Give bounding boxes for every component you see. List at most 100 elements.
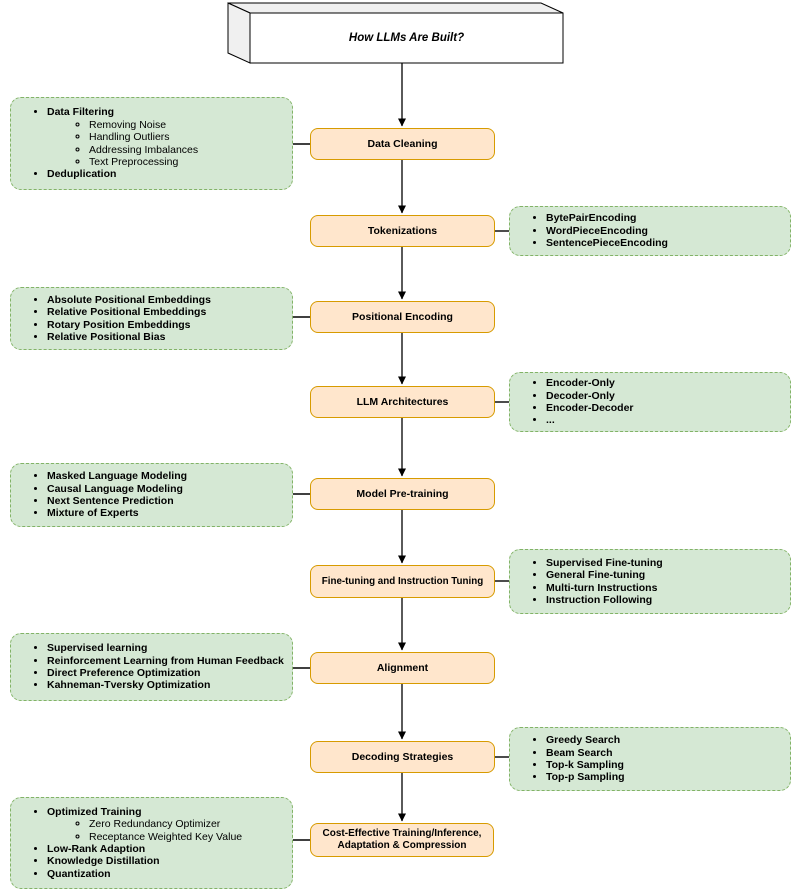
panel-data-cleaning-details: Data FilteringRemoving NoiseHandling Out… — [10, 97, 293, 190]
list-item-label: Quantization — [47, 867, 111, 880]
list-item: Quantization — [47, 868, 242, 880]
list-item: BytePairEncoding — [546, 212, 668, 224]
sub-list-item: Handling Outliers — [89, 131, 198, 143]
list-item: Instruction Following — [546, 594, 663, 606]
bullet-list: Masked Language ModelingCausal Language … — [11, 470, 187, 520]
panel-llm-architectures-details: Encoder-OnlyDecoder-OnlyEncoder-Decoder.… — [509, 372, 791, 432]
list-item: Greedy Search — [546, 734, 625, 746]
list-item-label: Decoder-Only — [546, 389, 615, 402]
list-item: Relative Positional Embeddings — [47, 306, 211, 318]
bullet-list: Absolute Positional EmbeddingsRelative P… — [11, 294, 211, 344]
panel-cost-effective-details: Optimized TrainingZero Redundancy Optimi… — [10, 797, 293, 889]
list-item: Knowledge Distillation — [47, 855, 242, 867]
list-item: Direct Preference Optimization — [47, 667, 284, 679]
list-item-label: Top-k Sampling — [546, 759, 624, 771]
list-item: Supervised learning — [47, 642, 284, 654]
list-item: Deduplication — [47, 168, 198, 180]
bullet-list: BytePairEncodingWordPieceEncodingSentenc… — [510, 212, 668, 249]
list-item-label: General Fine-tuning — [546, 569, 646, 582]
list-item: Relative Positional Bias — [47, 331, 211, 343]
list-item-label: Beam Search — [546, 746, 613, 759]
list-item-label: Encoder-Decoder — [546, 402, 634, 414]
sub-list-item: Text Preprocessing — [89, 156, 198, 168]
sub-list-item: Addressing Imbalances — [89, 144, 198, 156]
bullet-list: Data FilteringRemoving NoiseHandling Out… — [11, 106, 198, 181]
list-item: Encoder-Decoder — [546, 402, 634, 414]
list-item-label: Absolute Positional Embeddings — [47, 293, 211, 306]
list-item-label: Relative Positional Bias — [47, 330, 166, 343]
list-item-label: Data Filtering — [47, 106, 115, 119]
list-item-label: Greedy Search — [546, 734, 621, 747]
list-item-label: SentencePieceEncoding — [546, 237, 668, 250]
sub-list-item: Removing Noise — [89, 119, 198, 131]
list-item: General Fine-tuning — [546, 569, 663, 581]
stage-model-pretraining: Model Pre-training — [310, 478, 495, 510]
panel-decoding-details: Greedy SearchBeam SearchTop-k SamplingTo… — [509, 727, 791, 791]
bullet-list: Supervised learningReinforcement Learnin… — [11, 642, 284, 692]
list-item: Optimized TrainingZero Redundancy Optimi… — [47, 806, 242, 843]
panel-model-pretraining-details: Masked Language ModelingCausal Language … — [10, 463, 293, 527]
stage-decoding-strategies: Decoding Strategies — [310, 741, 495, 773]
panel-tokenizations-details: BytePairEncodingWordPieceEncodingSentenc… — [509, 206, 791, 256]
list-item: Beam Search — [546, 747, 625, 759]
panel-positional-encoding-details: Absolute Positional EmbeddingsRelative P… — [10, 287, 293, 350]
list-item-label: Causal Language Modeling — [47, 482, 183, 495]
list-item: Top-k Sampling — [546, 759, 625, 771]
list-item: Top-p Sampling — [546, 771, 625, 783]
bullet-list: Greedy SearchBeam SearchTop-k SamplingTo… — [510, 734, 625, 784]
list-item-label: Reinforcement Learning from Human Feedba… — [47, 654, 284, 667]
stage-cost-effective: Cost-Effective Training/Inference, Adapt… — [310, 823, 494, 857]
list-item-label: Low-Rank Adaption — [47, 843, 146, 855]
stage-positional-encoding: Positional Encoding — [310, 301, 495, 333]
list-item-label: WordPieceEncoding — [546, 224, 648, 237]
panel-finetuning-details: Supervised Fine-tuningGeneral Fine-tunin… — [509, 549, 791, 614]
title-cube-left-face — [227, 2, 251, 64]
panel-alignment-details: Supervised learningReinforcement Learnin… — [10, 633, 293, 701]
bullet-list: Optimized TrainingZero Redundancy Optimi… — [11, 806, 242, 881]
diagram-title: How LLMs Are Built? — [348, 32, 465, 44]
list-item: ... — [546, 414, 634, 426]
stage-data-cleaning: Data Cleaning — [310, 128, 495, 160]
list-item: Mixture of Experts — [47, 507, 187, 519]
title-cube-top-face — [227, 2, 564, 14]
list-item: Reinforcement Learning from Human Feedba… — [47, 655, 284, 667]
stage-tokenizations: Tokenizations — [310, 215, 495, 247]
list-item: Data FilteringRemoving NoiseHandling Out… — [47, 106, 198, 168]
list-item-label: Mixture of Experts — [47, 507, 139, 520]
list-item: Supervised Fine-tuning — [546, 557, 663, 569]
title-cube-front-face — [249, 12, 564, 64]
list-item: SentencePieceEncoding — [546, 237, 668, 249]
list-item-label: Rotary Position Embeddings — [47, 318, 191, 331]
sub-bullet-list: Removing NoiseHandling OutliersAddressin… — [47, 119, 198, 169]
list-item: Low-Rank Adaption — [47, 843, 242, 855]
list-item: Kahneman-Tversky Optimization — [47, 679, 284, 691]
stage-finetuning-instruction-tuning: Fine-tuning and Instruction Tuning — [310, 565, 495, 598]
sub-list-item: Receptance Weighted Key Value — [89, 831, 242, 843]
list-item: Rotary Position Embeddings — [47, 319, 211, 331]
list-item-label: Kahneman-Tversky Optimization — [47, 679, 211, 692]
list-item-label: Relative Positional Embeddings — [47, 306, 207, 319]
list-item-label: Multi-turn Instructions — [546, 581, 658, 594]
list-item: Causal Language Modeling — [47, 483, 187, 495]
bullet-list: Encoder-OnlyDecoder-OnlyEncoder-Decoder.… — [510, 377, 634, 427]
sub-bullet-list: Zero Redundancy OptimizerReceptance Weig… — [47, 818, 242, 843]
list-item-label: Next Sentence Prediction — [47, 495, 174, 507]
list-item-label: Supervised learning — [47, 642, 148, 655]
list-item: WordPieceEncoding — [546, 225, 668, 237]
bullet-list: Supervised Fine-tuningGeneral Fine-tunin… — [510, 557, 663, 607]
title-cube — [227, 2, 564, 64]
list-item-label: ... — [546, 414, 555, 427]
list-item-label: Deduplication — [47, 168, 117, 181]
list-item-label: Knowledge Distillation — [47, 855, 160, 868]
list-item-label: Instruction Following — [546, 593, 653, 606]
list-item-label: BytePairEncoding — [546, 212, 637, 225]
list-item-label: Direct Preference Optimization — [47, 667, 201, 679]
list-item: Multi-turn Instructions — [546, 582, 663, 594]
list-item: Masked Language Modeling — [47, 470, 187, 482]
list-item-label: Masked Language Modeling — [47, 470, 188, 483]
list-item: Decoder-Only — [546, 390, 634, 402]
stage-llm-architectures: LLM Architectures — [310, 386, 495, 418]
list-item: Absolute Positional Embeddings — [47, 294, 211, 306]
